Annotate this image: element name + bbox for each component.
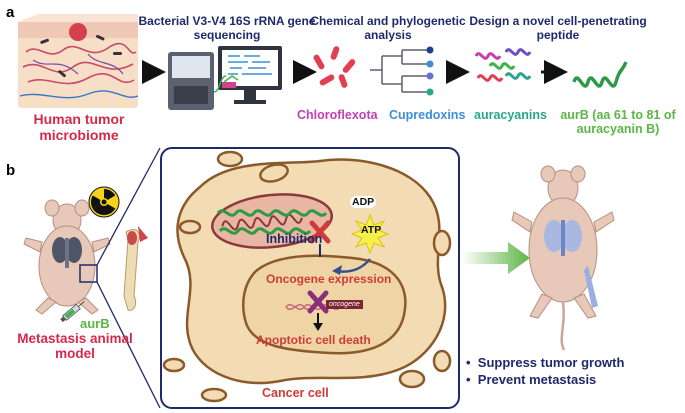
panel-b-label: b	[6, 162, 16, 179]
aurb-peptide-icon	[572, 61, 628, 88]
cancer-cell-illustration	[162, 150, 452, 403]
chloroflexota-label: Chloroflexota	[297, 108, 378, 122]
outcome-text-0: Suppress tumor growth	[477, 355, 625, 370]
apoptotic-label: Apoptotic cell death	[256, 333, 371, 347]
aurb-label: aurB	[80, 316, 110, 331]
model-label: Metastasis animal model	[17, 331, 133, 361]
sequencing-step: Bacterial V3-V4 16S rRNA gene sequencing	[138, 14, 316, 42]
chloroflexota-bacteria-icon	[313, 46, 356, 88]
bone-illustration	[123, 226, 148, 311]
syringe-icon	[60, 300, 85, 323]
tumor-tissue-illustration	[18, 14, 139, 108]
treated-mouse-illustration	[511, 165, 615, 351]
oncogene-expression-label: Oncogene expression	[266, 272, 392, 286]
source-label: Human tumor microbiome	[33, 111, 125, 143]
cancer-cell-label: Cancer cell	[262, 386, 329, 400]
bullet-icon: •	[466, 372, 478, 387]
radiation-icon	[88, 186, 120, 218]
oncogene-tag: oncogene	[326, 300, 363, 309]
phylogenetic-tree-icon	[370, 46, 434, 96]
adp-label: ADP	[350, 196, 377, 208]
bullet-icon: •	[466, 355, 478, 370]
design-step: Design a novel cell-penetrating peptide	[469, 14, 647, 42]
sequencer-illustration	[168, 46, 282, 110]
cupredoxins-label: Cupredoxins	[389, 108, 466, 122]
atp-label: ATP	[361, 224, 382, 236]
auracyanins-protein-icon	[474, 48, 532, 82]
flow-arrows-a	[142, 60, 568, 84]
analysis-step: Chemical and phylogenetic analysis	[310, 14, 466, 42]
inhibition-label: Inhibition	[266, 232, 323, 246]
aurb-full-label: aurB (aa 61 to 81 of auracyanin B)	[560, 108, 676, 136]
outcome-arrow	[462, 242, 530, 274]
mouse-model-illustration	[23, 199, 111, 315]
outcome-item-0: • Suppress tumor growth	[466, 355, 624, 371]
auracyanins-label: auracyanins	[474, 108, 547, 122]
outcome-item-1: • Prevent metastasis	[466, 372, 596, 388]
outcome-text-1: Prevent metastasis	[477, 372, 597, 387]
panel-a-label: a	[6, 4, 15, 21]
